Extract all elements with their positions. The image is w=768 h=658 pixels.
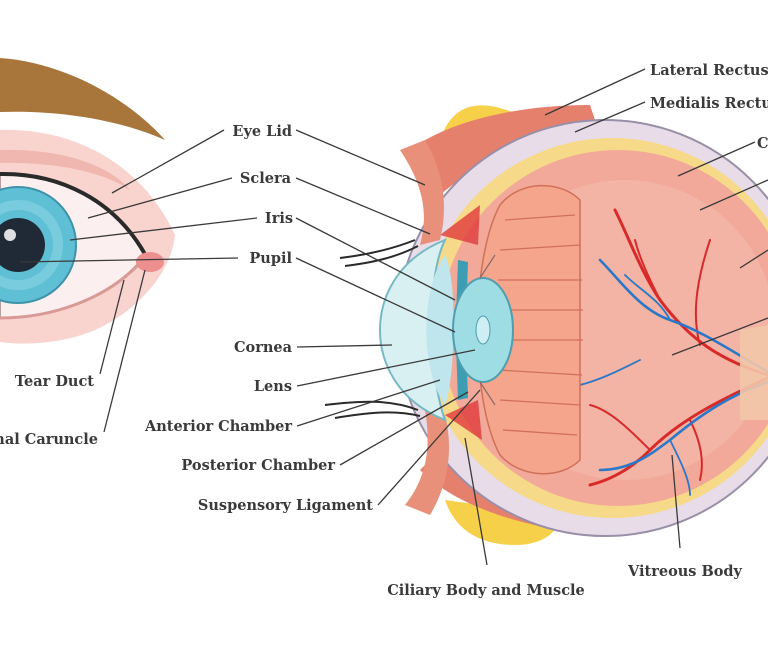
lower-lid-line bbox=[0, 255, 148, 320]
label-vitreous-body: Vitreous Body bbox=[627, 563, 743, 580]
leader-lines bbox=[19, 68, 768, 566]
orbital-fat-bottom bbox=[445, 500, 560, 545]
label-lens: Lens bbox=[254, 378, 292, 395]
eyelashes bbox=[324, 239, 421, 419]
label-lacrimal-caruncle: nal Caruncle bbox=[0, 431, 98, 448]
label-iris: Iris bbox=[265, 210, 293, 227]
label-choroid: Ch bbox=[757, 135, 768, 152]
lens-nucleus bbox=[475, 315, 491, 345]
label-eye-lid: Eye Lid bbox=[232, 123, 292, 140]
label-sclera: Sclera bbox=[240, 170, 292, 187]
label-tear-duct: Tear Duct bbox=[15, 373, 94, 390]
lacrimal-caruncle bbox=[136, 252, 164, 272]
iris-inner-ring bbox=[0, 200, 63, 290]
retinal-vessels bbox=[579, 208, 768, 496]
cross-section-illustration bbox=[324, 105, 768, 545]
front-eye-illustration bbox=[0, 58, 175, 344]
eyebrow bbox=[0, 58, 165, 140]
upper-lid-section bbox=[400, 140, 445, 245]
label-medialis-rectus: Medialis Rectus bbox=[650, 95, 768, 112]
label-cornea: Cornea bbox=[234, 339, 293, 356]
labels: Lateral Rectus Medialis Rectus Ch Eye Li… bbox=[0, 62, 768, 599]
upper-lash-line bbox=[0, 171, 148, 257]
ciliary-body bbox=[476, 184, 583, 475]
optic-nerve bbox=[740, 325, 768, 420]
anterior-chamber bbox=[426, 255, 454, 405]
eye-lid-fold bbox=[0, 149, 130, 190]
label-ciliary-body-and-muscle: Ciliary Body and Muscle bbox=[387, 582, 585, 599]
lower-lid-section bbox=[405, 410, 450, 515]
label-anterior-chamber: Anterior Chamber bbox=[144, 418, 292, 435]
label-suspensory-ligament: Suspensory Ligament bbox=[198, 497, 373, 514]
pupil-highlight bbox=[4, 229, 16, 241]
ciliary-muscle-lower bbox=[445, 400, 482, 440]
ciliary-muscle-upper bbox=[440, 205, 480, 245]
label-pupil: Pupil bbox=[249, 250, 292, 267]
label-posterior-chamber: Posterior Chamber bbox=[181, 457, 335, 474]
label-lateral-rectus: Lateral Rectus bbox=[650, 62, 768, 79]
suspensory-ligaments bbox=[479, 254, 496, 406]
